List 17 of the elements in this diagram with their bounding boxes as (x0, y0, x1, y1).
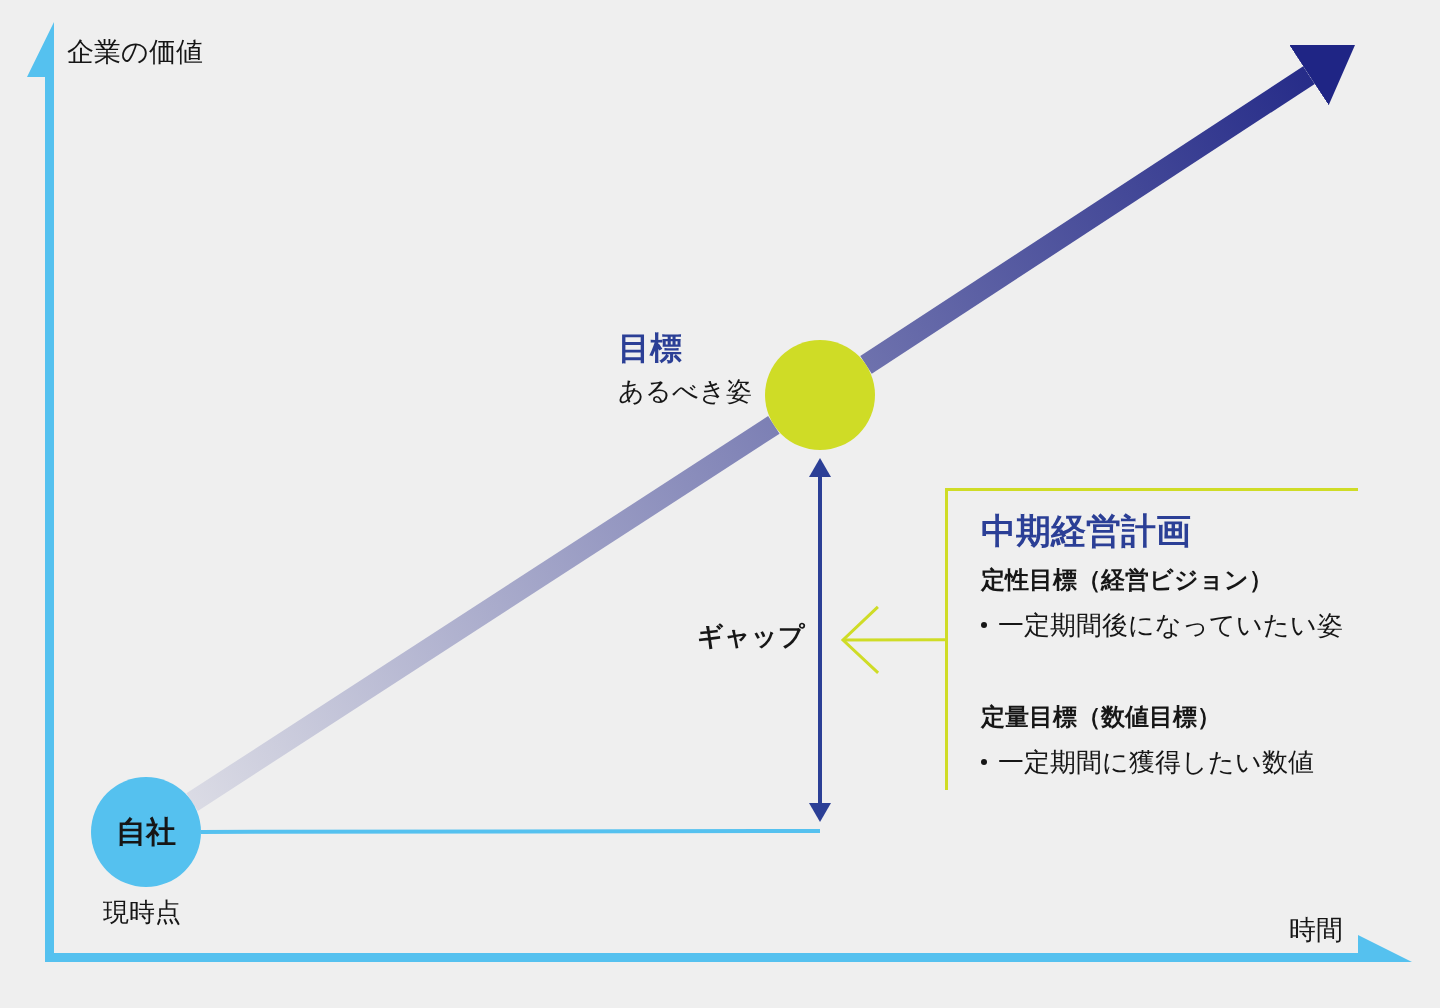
trend-line (186, 416, 780, 811)
trend-arrow (860, 45, 1355, 374)
node-label: 自社 (116, 814, 176, 850)
axis-label: 時間 (1289, 913, 1343, 947)
pointer-arrow (841, 605, 945, 675)
gap-label: ギャップ (697, 620, 805, 653)
bullet-text: 一定期間後になっていたい姿 (998, 609, 1343, 641)
panel-subheading: 定量目標（数値目標） (981, 702, 1221, 733)
bullet-text: 一定期間に獲得したい数値 (998, 746, 1314, 778)
plan-panel (945, 488, 1358, 790)
axis-label: 企業の価値 (67, 35, 203, 69)
panel-subheading: 定性目標（経営ビジョン） (981, 565, 1273, 596)
caption-text: 現時点 (103, 896, 181, 929)
panel-heading: 中期経営計画 (981, 511, 1191, 551)
baseline (201, 829, 820, 834)
target-heading: 目標 (618, 328, 682, 368)
caption-text: あるべき姿 (618, 375, 752, 408)
